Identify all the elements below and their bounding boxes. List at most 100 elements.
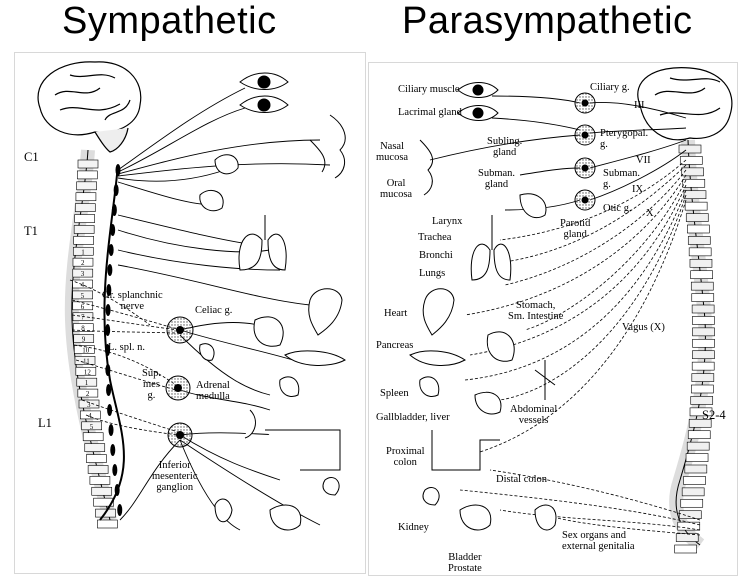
para-vertebra: [682, 488, 704, 496]
sym-chain-ganglion: [107, 264, 112, 276]
sym-vertebra: [88, 465, 108, 473]
sym-vertebra-number: 4: [88, 412, 92, 420]
para-vagus-label: Vagus (X): [622, 322, 665, 333]
sym-vertebra-number: 7: [81, 314, 85, 322]
para-subling-label: Subling. gland: [487, 136, 522, 158]
sym-vertebra: [86, 455, 106, 463]
para-vertebra: [692, 305, 714, 313]
sym-vertebra-number: 9: [82, 336, 86, 344]
para-bladder-label: Bladder Prostate: [448, 552, 482, 574]
sym-heart: [309, 289, 342, 335]
para-abdominal-label: Abdominal vessels: [510, 404, 557, 426]
sym-vertebra: [83, 433, 103, 441]
sym-celiac-label: Celiac g.: [195, 305, 232, 316]
sym-chain-ganglia: [105, 164, 122, 516]
sym-vertebra-number: 4: [81, 281, 85, 289]
para-brain: [638, 68, 732, 140]
sym-vertebra: [90, 476, 110, 484]
sym-vertebra: [75, 204, 95, 212]
sym-adrenal-label: Adrenal medulla: [196, 380, 230, 402]
sym-vertebra: [85, 444, 105, 452]
para-kidney-label: Kidney: [398, 522, 429, 533]
para-submandibular-ganglion: [575, 158, 595, 178]
para-pterygopal-label: Pterygopal. g.: [600, 128, 648, 150]
para-vertebra: [688, 431, 710, 439]
para-vertebra: [691, 385, 713, 393]
sym-gr-splanchnic-label: Gr. splanchnic nerve: [102, 290, 163, 312]
para-sex-organs-label: Sex organs and external genitalia: [562, 530, 635, 552]
para-lacrimal-label: Lacrimal gland: [398, 107, 462, 118]
sym-vertebra: [74, 225, 94, 233]
sym-vertebra: [76, 193, 96, 201]
para-vertebra: [678, 522, 700, 530]
para-s24-label: S2-4: [702, 410, 726, 421]
para-vertebra: [687, 442, 709, 450]
para-vertebra: [692, 362, 714, 370]
para-abdominal-organs: [410, 332, 556, 530]
para-vertebra: [679, 511, 701, 519]
para-pancreas-label: Pancreas: [376, 340, 413, 351]
para-otic-label: Otic g.: [603, 203, 632, 214]
para-eyes: [458, 83, 498, 121]
sym-vertebra: [92, 487, 112, 495]
sym-vertebra: [97, 520, 117, 528]
para-spleen-label: Spleen: [380, 388, 409, 399]
sym-sup-mes-ganglion: [166, 376, 190, 400]
sym-abdominal-organs: [200, 317, 345, 530]
para-vertebra: [690, 259, 712, 267]
sym-sup-mes-label: Sup. mes g.: [142, 368, 161, 401]
para-vertebra: [691, 282, 713, 290]
para-heart-label: Heart: [384, 308, 407, 319]
sym-brain: [38, 62, 141, 152]
sym-vertebra: [78, 160, 98, 168]
sym-vertebra-number: 6: [81, 303, 85, 311]
sym-chain-ganglion: [109, 244, 114, 256]
sym-vertebra-number: 11: [83, 357, 90, 365]
sym-chain-ganglion: [112, 464, 117, 476]
para-lungs-label: Lungs: [419, 268, 445, 279]
sym-t1-label: T1: [24, 226, 38, 237]
para-vertebra: [681, 499, 703, 507]
sym-lungs: [239, 215, 286, 270]
para-vertebra: [675, 545, 697, 553]
sym-vertebra-number: 8: [81, 325, 85, 333]
sym-inferior-mes-label: Inferior mesenteric ganglion: [152, 460, 197, 493]
sym-chain-ganglion: [109, 424, 114, 436]
para-ciliary-g-label: Ciliary g.: [590, 82, 630, 93]
para-vertebra: [692, 294, 714, 302]
sym-face-profile: [310, 115, 345, 178]
para-vertebra: [689, 248, 711, 256]
sym-vertebra-number: 12: [84, 368, 92, 376]
para-bronchi-label: Bronchi: [419, 250, 453, 261]
sym-vertebra-number: 3: [81, 270, 85, 278]
para-ciliary-ganglion: [575, 93, 595, 113]
para-vertebra: [692, 374, 714, 382]
sym-celiac-ganglion: [167, 317, 193, 343]
para-nasal-label: Nasal mucosa: [376, 141, 408, 163]
para-nerve-ix-label: IX: [632, 184, 643, 195]
para-vertebra: [691, 271, 713, 279]
sym-vertebra-number: 10: [82, 346, 90, 354]
sym-chain-ganglion: [106, 384, 111, 396]
sym-vertebra-number: 5: [90, 423, 94, 431]
sym-vertebra-number: 5: [81, 292, 85, 300]
para-otic-ganglion: [575, 190, 595, 210]
sym-vertebra-number: 2: [86, 390, 90, 398]
sym-l-spl-label: L. spl. n.: [108, 342, 145, 353]
para-subman-gland-label: Subman. gland: [478, 168, 515, 190]
para-nerve-x-label: X: [646, 208, 654, 219]
para-distal-colon-label: Distal colon: [496, 474, 547, 485]
sym-chain-ganglion: [105, 324, 110, 336]
sym-vertebra-number: 1: [85, 379, 89, 387]
sym-c1-label: C1: [24, 152, 39, 163]
para-vertebra: [679, 145, 701, 153]
para-nerve-vii-label: VII: [636, 155, 651, 166]
para-oral-label: Oral mucosa: [380, 178, 412, 200]
sym-inf-mes-ganglion: [168, 423, 192, 447]
sym-vertebra: [74, 236, 94, 244]
para-larynx-label: Larynx: [432, 216, 462, 227]
sym-vertebra-number: 1: [81, 248, 85, 256]
para-vertebra: [688, 236, 710, 244]
sym-chain-ganglion: [114, 184, 119, 196]
para-ciliary-muscle-label: Ciliary muscle: [398, 84, 460, 95]
